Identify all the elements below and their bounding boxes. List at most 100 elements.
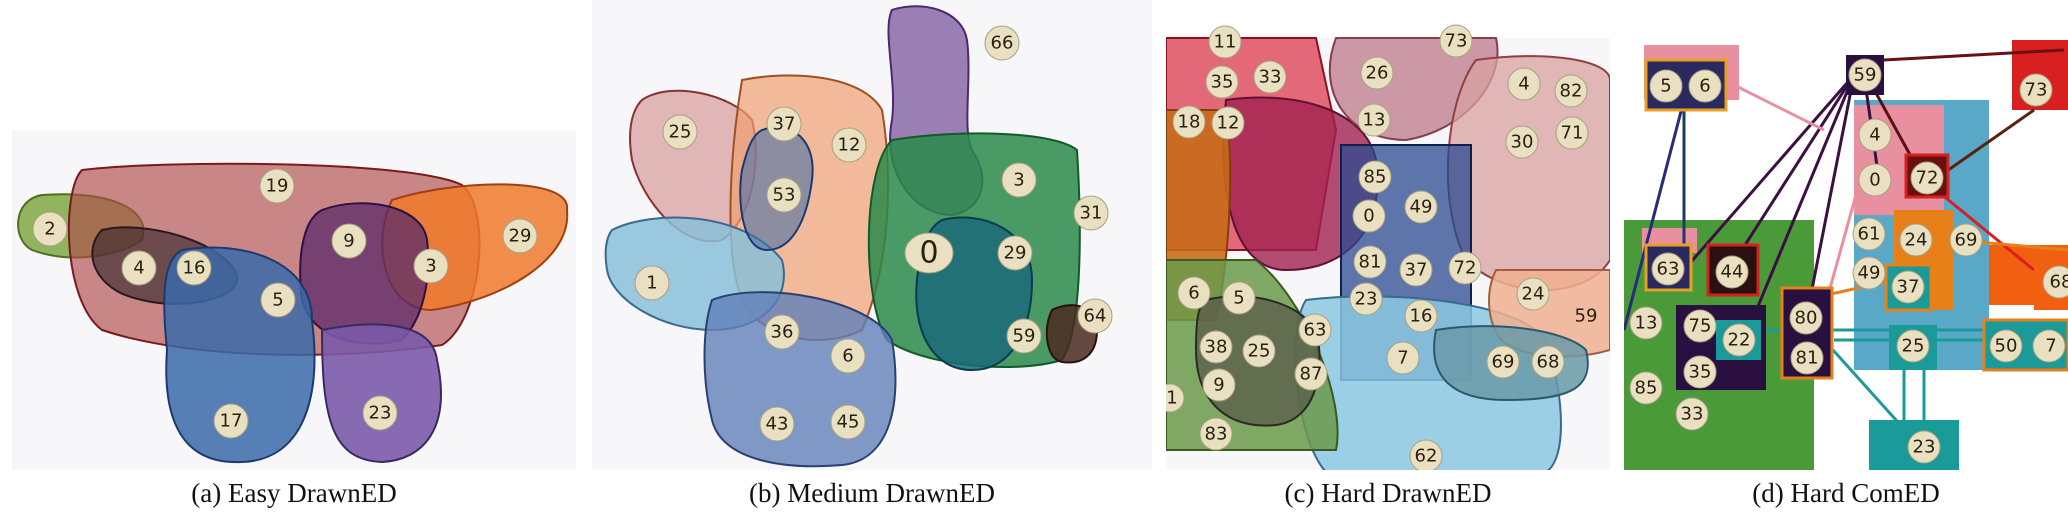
svg-text:30: 30: [1511, 132, 1534, 153]
node-c-35: 35: [1205, 65, 1239, 99]
svg-text:23: 23: [369, 403, 392, 424]
svg-text:5: 5: [272, 290, 283, 311]
region-violet: [320, 323, 442, 464]
node-d-85: 85: [1629, 371, 1663, 405]
svg-text:59: 59: [1854, 65, 1877, 86]
svg-text:72: 72: [1454, 258, 1477, 279]
node-a-29: 29: [502, 218, 538, 254]
node-d-25: 25: [1896, 329, 1930, 363]
node-c-30: 30: [1505, 125, 1539, 159]
node-a-17: 17: [213, 403, 249, 439]
node-b-43: 43: [759, 406, 795, 442]
svg-text:62: 62: [1415, 446, 1438, 467]
node-c-9: 9: [1202, 368, 1236, 402]
svg-text:38: 38: [1205, 337, 1228, 358]
node-c-12: 12: [1211, 106, 1245, 140]
node-c-72: 72: [1448, 251, 1482, 285]
svg-text:59: 59: [1013, 326, 1036, 347]
node-d-7: 7: [2032, 329, 2066, 363]
node-d-13: 13: [1629, 306, 1663, 340]
node-c-85: 85: [1358, 160, 1392, 194]
node-d-24: 24: [1899, 223, 1933, 257]
node-d-68: 68: [2042, 265, 2068, 299]
svg-text:85: 85: [1635, 378, 1658, 399]
node-c-37: 37: [1399, 253, 1433, 287]
svg-text:23: 23: [1913, 437, 1936, 458]
svg-text:7: 7: [1397, 348, 1408, 369]
node-c-13: 13: [1357, 103, 1391, 137]
svg-text:33: 33: [1681, 404, 1704, 425]
node-b-6: 6: [830, 338, 866, 374]
svg-text:63: 63: [1657, 259, 1680, 280]
node-c-59: 59: [1575, 306, 1598, 327]
svg-text:12: 12: [838, 135, 861, 156]
panel-b-canvas: 66 25 37 12 53 3 31 0 29 1 36 6 59 64 43…: [592, 0, 1152, 470]
svg-text:29: 29: [509, 226, 532, 247]
node-c-71: 71: [1555, 116, 1589, 150]
node-c-6: 6: [1177, 276, 1211, 310]
node-c-62: 62: [1409, 439, 1443, 470]
caption-c: (c) Hard DrawnED: [1284, 478, 1492, 508]
svg-text:43: 43: [766, 414, 789, 435]
svg-text:35: 35: [1211, 72, 1234, 93]
node-b-59: 59: [1006, 318, 1042, 354]
node-c-25: 25: [1242, 334, 1276, 368]
node-d-50: 50: [1989, 329, 2023, 363]
node-d-81: 81: [1790, 341, 1824, 375]
svg-text:75: 75: [1689, 316, 1712, 337]
svg-text:11: 11: [1214, 32, 1237, 53]
caption-b: (b) Medium DrawnED: [749, 478, 995, 508]
node-d-22: 22: [1722, 323, 1756, 357]
svg-text:68: 68: [2050, 272, 2068, 293]
node-b-0: 0: [904, 232, 954, 274]
svg-text:4: 4: [1518, 74, 1529, 95]
svg-text:7: 7: [2045, 336, 2056, 357]
svg-text:4: 4: [133, 258, 144, 279]
svg-text:1: 1: [1166, 388, 1177, 409]
svg-text:24: 24: [1905, 230, 1928, 251]
svg-text:61: 61: [1858, 224, 1881, 245]
svg-text:50: 50: [1995, 336, 2018, 357]
node-d-69: 69: [1949, 223, 1983, 257]
svg-text:18: 18: [1178, 112, 1201, 133]
node-c-69: 69: [1486, 345, 1520, 379]
node-c-5: 5: [1222, 281, 1256, 315]
svg-text:49: 49: [1410, 197, 1433, 218]
node-c-4: 4: [1507, 67, 1541, 101]
svg-text:3: 3: [425, 256, 436, 277]
svg-text:25: 25: [1902, 336, 1925, 357]
node-b-36: 36: [764, 314, 800, 350]
svg-text:83: 83: [1205, 424, 1228, 445]
panel-a-canvas: 2 19 4 16 9 29 3 5 17 23: [12, 130, 576, 470]
svg-text:22: 22: [1728, 330, 1751, 351]
region-b-blue-lower: [703, 291, 897, 468]
svg-text:6: 6: [1699, 76, 1710, 97]
svg-text:73: 73: [1445, 31, 1468, 52]
node-c-16: 16: [1404, 299, 1438, 333]
svg-text:23: 23: [1355, 289, 1378, 310]
svg-text:82: 82: [1560, 81, 1583, 102]
panel-easy-drawned: 2 19 4 16 9 29 3 5 17 23: [12, 0, 576, 470]
svg-text:25: 25: [669, 122, 692, 143]
svg-text:63: 63: [1304, 320, 1327, 341]
node-a-9: 9: [331, 223, 367, 259]
svg-text:73: 73: [2025, 80, 2048, 101]
svg-text:0: 0: [919, 236, 938, 271]
node-c-18: 18: [1172, 105, 1206, 139]
panel-c-canvas: 11 73 35 33 26 4 82 18 12 13 30 71 85 49…: [1166, 24, 1610, 470]
svg-text:72: 72: [1916, 168, 1939, 189]
node-c-82: 82: [1554, 74, 1588, 108]
svg-text:37: 37: [1897, 277, 1920, 298]
svg-text:36: 36: [771, 322, 794, 343]
node-a-2: 2: [32, 211, 68, 247]
node-d-80: 80: [1789, 301, 1823, 335]
svg-text:5: 5: [1233, 288, 1244, 309]
node-c-68: 68: [1531, 345, 1565, 379]
panel-hard-drawned: 11 73 35 33 26 4 82 18 12 13 30 71 85 49…: [1166, 0, 1610, 470]
svg-text:35: 35: [1689, 362, 1712, 383]
node-c-0: 0: [1352, 199, 1386, 233]
svg-text:3: 3: [1013, 170, 1024, 191]
svg-text:69: 69: [1955, 230, 1978, 251]
node-c-33: 33: [1253, 60, 1287, 94]
node-a-5: 5: [260, 282, 296, 318]
